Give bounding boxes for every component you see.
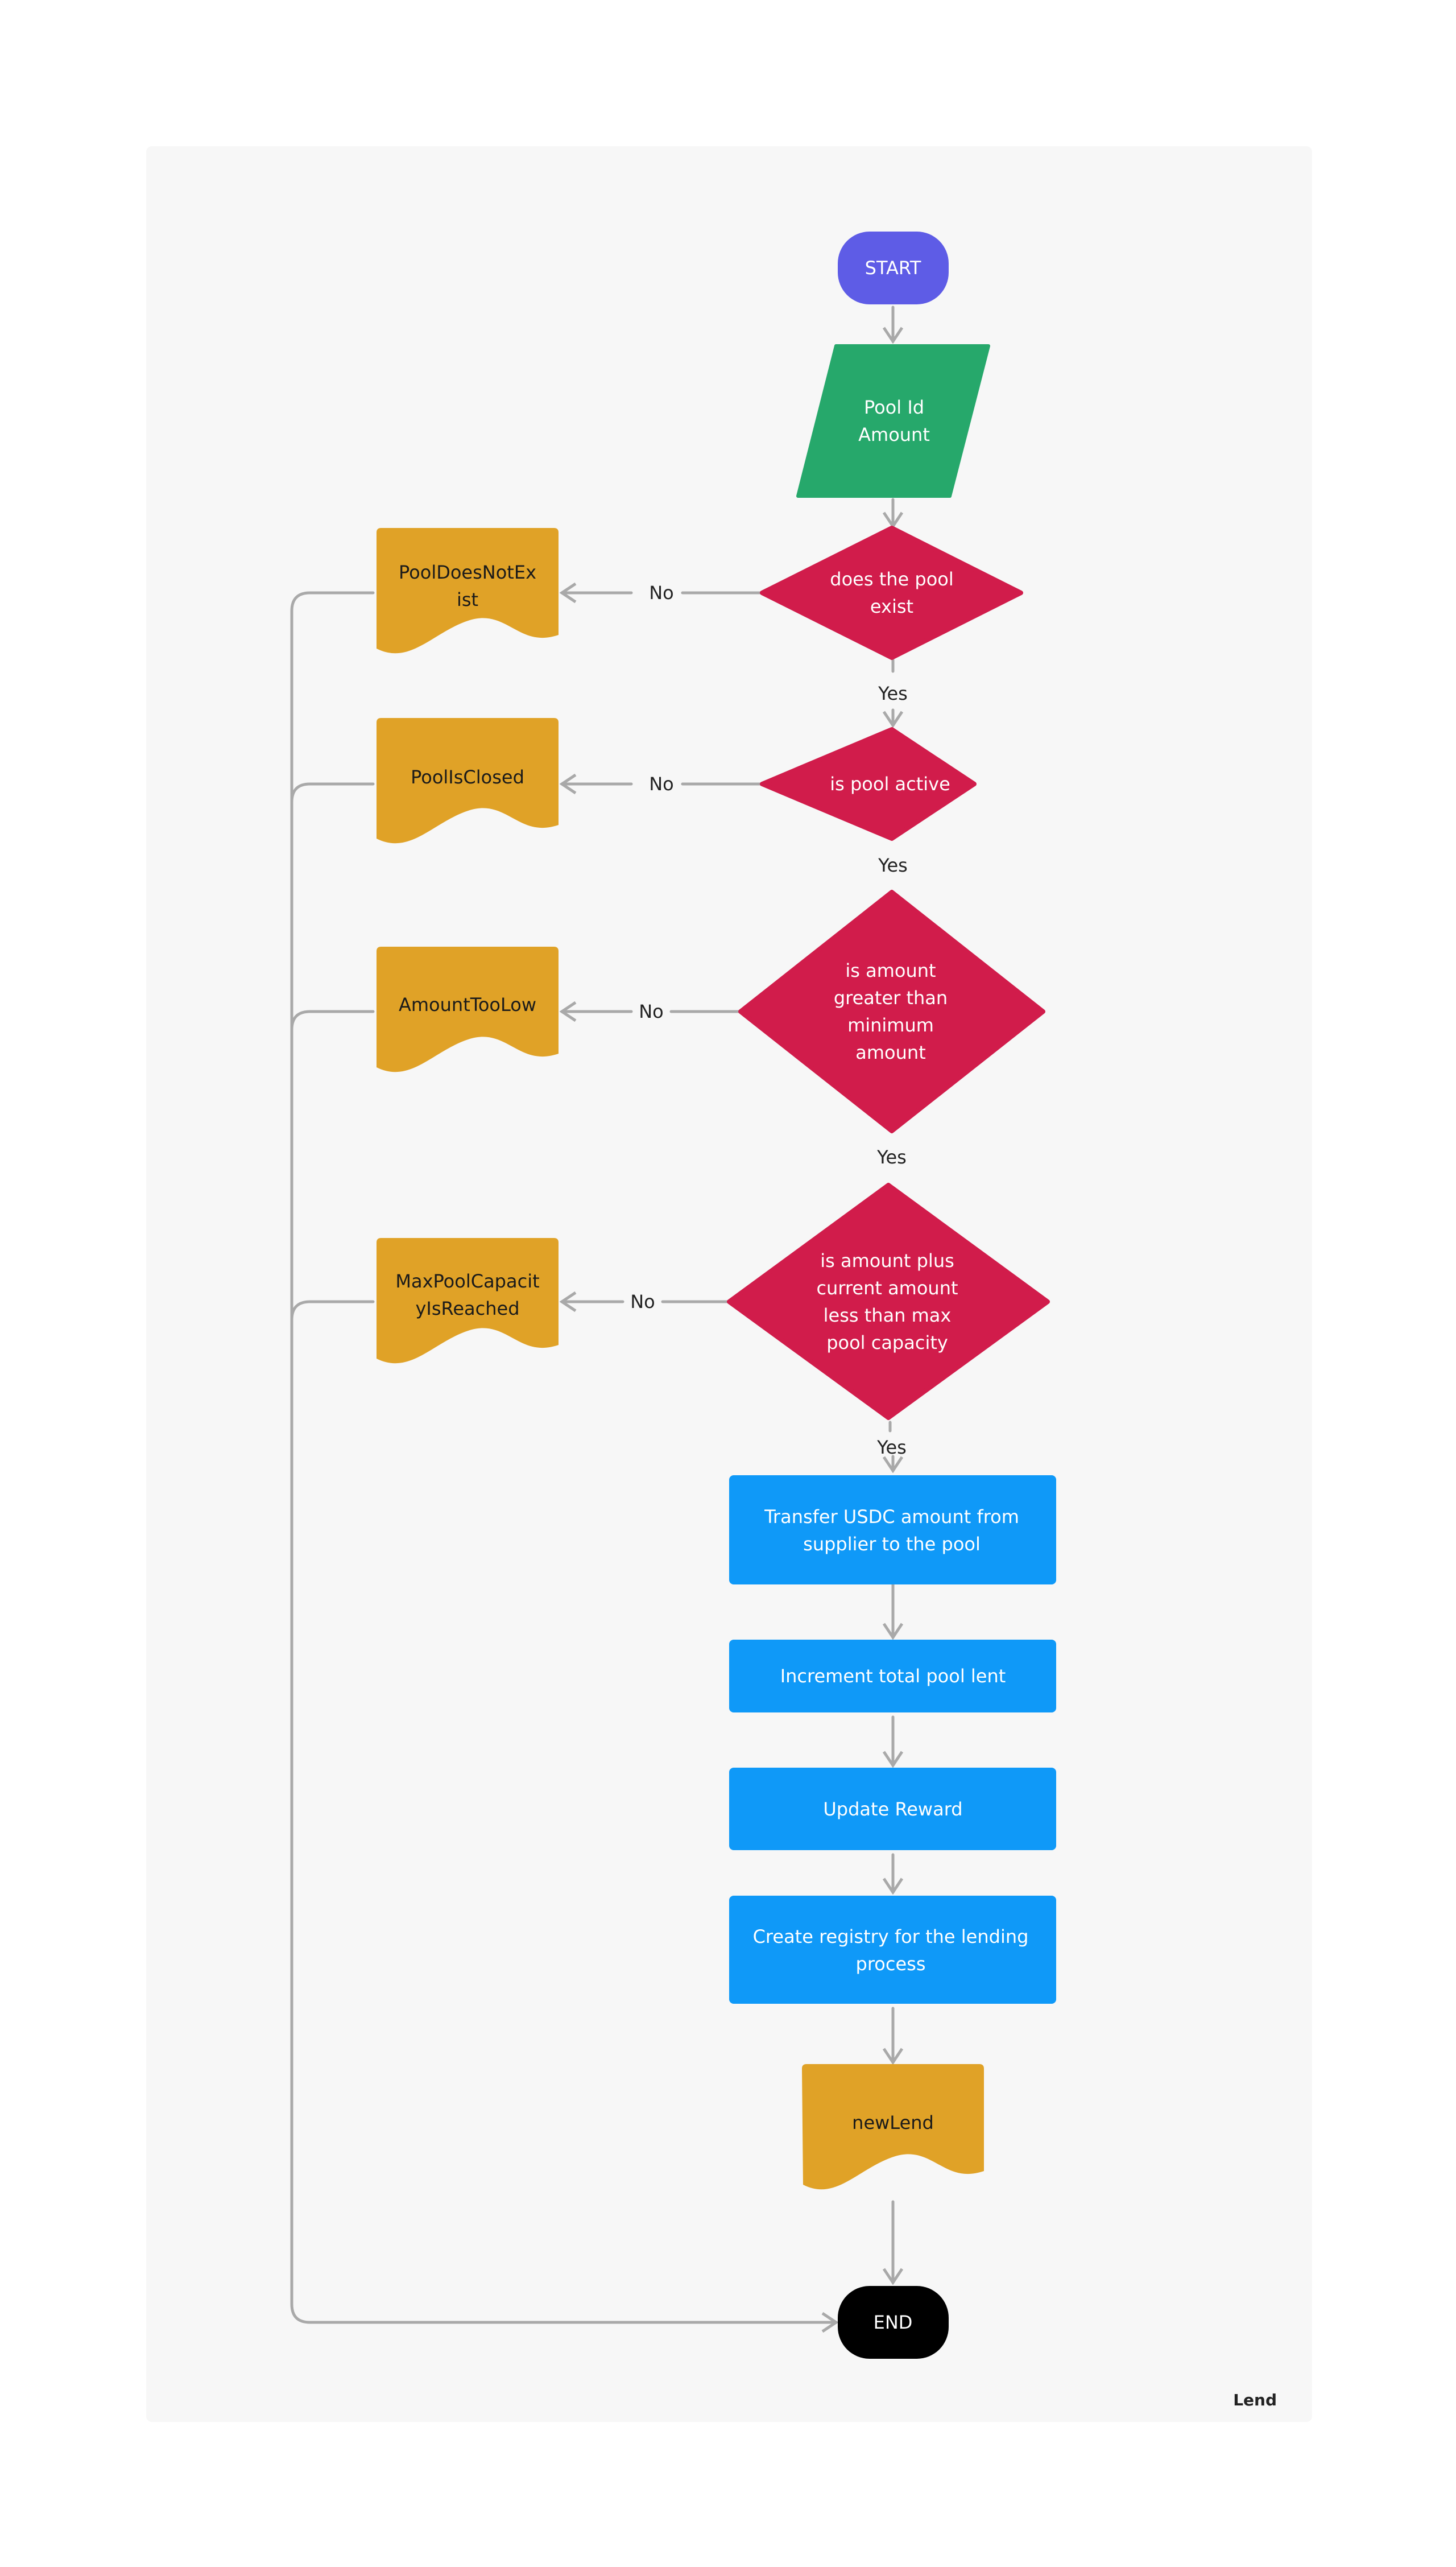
label-line: is amount xyxy=(845,960,936,981)
err-not-exist-label: PoolDoesNotEx ist xyxy=(399,562,536,610)
pool-active-label: is pool active xyxy=(830,773,950,795)
decision-amount-min[interactable] xyxy=(738,890,1045,1133)
label-line: PoolDoesNotEx xyxy=(399,562,536,583)
label-line: amount xyxy=(855,1042,925,1063)
process-create-registry[interactable] xyxy=(729,1896,1056,2004)
document-new-lend[interactable] xyxy=(802,2064,984,2190)
edge-labels: Yes Yes Yes Yes No No No No xyxy=(630,582,908,1458)
input-node[interactable] xyxy=(796,344,990,498)
edge-error-bus xyxy=(290,591,836,2322)
document-err-closed[interactable] xyxy=(377,718,559,844)
label-line: Transfer USDC amount from xyxy=(764,1506,1019,1528)
nodes xyxy=(377,232,1056,2359)
label-line: END xyxy=(874,2312,913,2333)
label-line: process xyxy=(856,1953,926,1975)
label-line: PoolIsClosed xyxy=(411,766,524,788)
edge-label-yes-1: Yes xyxy=(878,683,908,704)
label-line: newLend xyxy=(852,2112,934,2133)
document-err-capacity[interactable] xyxy=(377,1238,559,1364)
connectors xyxy=(290,306,893,2322)
label-line: current amount xyxy=(816,1277,958,1299)
label-line: START xyxy=(865,257,921,279)
transfer-label: Transfer USDC amount from supplier to the… xyxy=(764,1506,1019,1555)
edge-label-yes-3: Yes xyxy=(876,1146,907,1168)
node-labels: START Pool Id Amount does the pool exist i… xyxy=(395,257,1028,2333)
label-line: ist xyxy=(457,589,478,610)
err-capacity-label: MaxPoolCapacit yIsReached xyxy=(395,1270,539,1319)
decision-pool-active[interactable] xyxy=(760,727,977,841)
edge-label-no-1: No xyxy=(649,582,674,604)
create-registry-label: Create registry for the lending process xyxy=(753,1926,1029,1975)
label-line: greater than xyxy=(834,987,948,1009)
edge-label-no-4: No xyxy=(630,1291,655,1313)
diagram-frame xyxy=(146,146,1312,2422)
label-line: Pool Id xyxy=(864,397,924,418)
label-line: Create registry for the lending xyxy=(753,1926,1029,1947)
label-line: Amount xyxy=(858,424,930,445)
update-reward-label: Update Reward xyxy=(823,1798,962,1820)
label-line: pool capacity xyxy=(826,1332,948,1353)
label-line: does the pool xyxy=(830,568,953,590)
end-node[interactable] xyxy=(838,2286,949,2359)
label-line: MaxPoolCapacit xyxy=(395,1270,539,1292)
edge-label-no-3: No xyxy=(639,1001,664,1022)
pool-exists-label: does the pool exist xyxy=(830,568,953,617)
edge-err-low-bus xyxy=(290,1010,375,1031)
increment-label: Increment total pool lent xyxy=(780,1665,1006,1687)
label-line: is amount plus xyxy=(820,1250,954,1272)
label-line: exist xyxy=(870,596,913,617)
document-err-not-exist[interactable] xyxy=(377,528,559,654)
start-label: START xyxy=(865,257,921,279)
amount-min-label: is amount greater than minimum amount xyxy=(834,960,948,1063)
process-transfer[interactable] xyxy=(729,1475,1056,1584)
err-closed-label: PoolIsClosed xyxy=(411,766,524,788)
edge-err-closed-bus xyxy=(290,782,375,804)
edge-label-yes-4: Yes xyxy=(876,1437,907,1458)
decision-pool-exists[interactable] xyxy=(760,526,1023,660)
err-too-low-label: AmountTooLow xyxy=(399,994,536,1016)
decision-amount-capacity[interactable] xyxy=(727,1183,1050,1420)
new-lend-label: newLend xyxy=(852,2112,934,2133)
label-line: is pool active xyxy=(830,773,950,795)
label-line: less than max xyxy=(824,1305,952,1326)
document-err-too-low[interactable] xyxy=(377,947,559,1072)
frame-label: Lend xyxy=(1233,2391,1277,2409)
label-line: AmountTooLow xyxy=(399,994,536,1016)
process-increment[interactable] xyxy=(729,1640,1056,1712)
edge-label-no-2: No xyxy=(649,773,674,795)
edge-label-yes-2: Yes xyxy=(878,855,908,876)
label-line: Update Reward xyxy=(823,1798,962,1820)
edge-err-cap-bus xyxy=(290,1300,375,1322)
start-node[interactable] xyxy=(838,232,949,304)
end-label: END xyxy=(874,2312,913,2333)
amount-capacity-label: is amount plus current amount less than ma… xyxy=(816,1250,958,1353)
label-line: yIsReached xyxy=(415,1298,519,1319)
label-line: minimum xyxy=(847,1014,934,1036)
label-line: Increment total pool lent xyxy=(780,1665,1006,1687)
input-label: Pool Id Amount xyxy=(858,397,930,445)
label-line: supplier to the pool xyxy=(803,1533,981,1555)
process-update-reward[interactable] xyxy=(729,1768,1056,1850)
